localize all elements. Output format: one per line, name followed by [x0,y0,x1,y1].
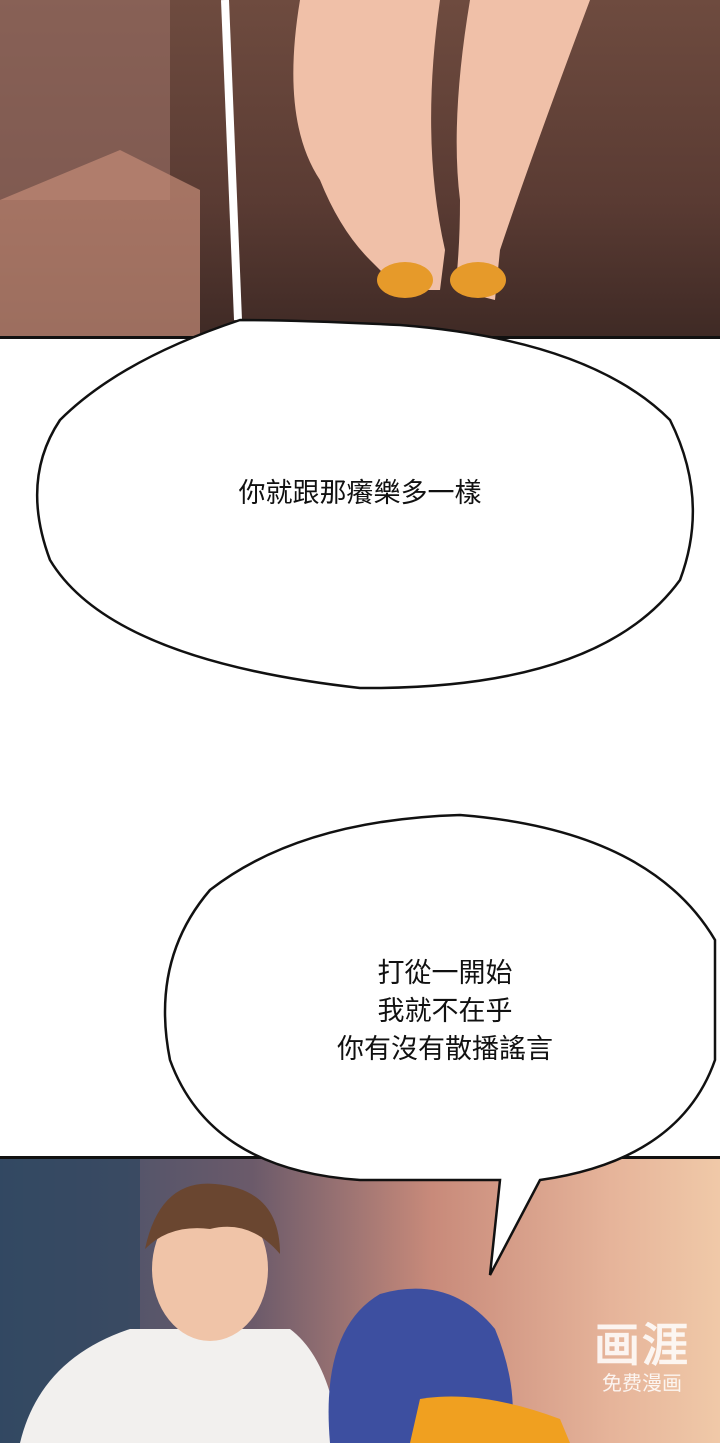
comic-panel-legs [0,0,720,339]
dialogue-line: 打從一開始 [377,958,513,989]
panel-art-legs [0,0,590,336]
watermark-subtitle: 免费漫画 [602,1371,682,1395]
speech-bubble-2 [163,813,717,1276]
panel-art-characters [0,1159,570,1443]
watermark: 画涯 免费漫画 [594,1320,690,1396]
speech-bubble-2-text: 打從一開始 我就不在乎 你有沒有散播謠言 [290,955,600,1069]
comic-panel-characters [0,1156,720,1443]
speech-bubble-1 [35,318,695,690]
speech-bubble-1-text: 你就跟那癢樂多一樣 [238,478,482,509]
dialogue-line: 我就不在乎 [377,996,513,1027]
watermark-logo: 画涯 [594,1318,690,1372]
dialogue-line: 你有沒有散播謠言 [337,1034,553,1065]
